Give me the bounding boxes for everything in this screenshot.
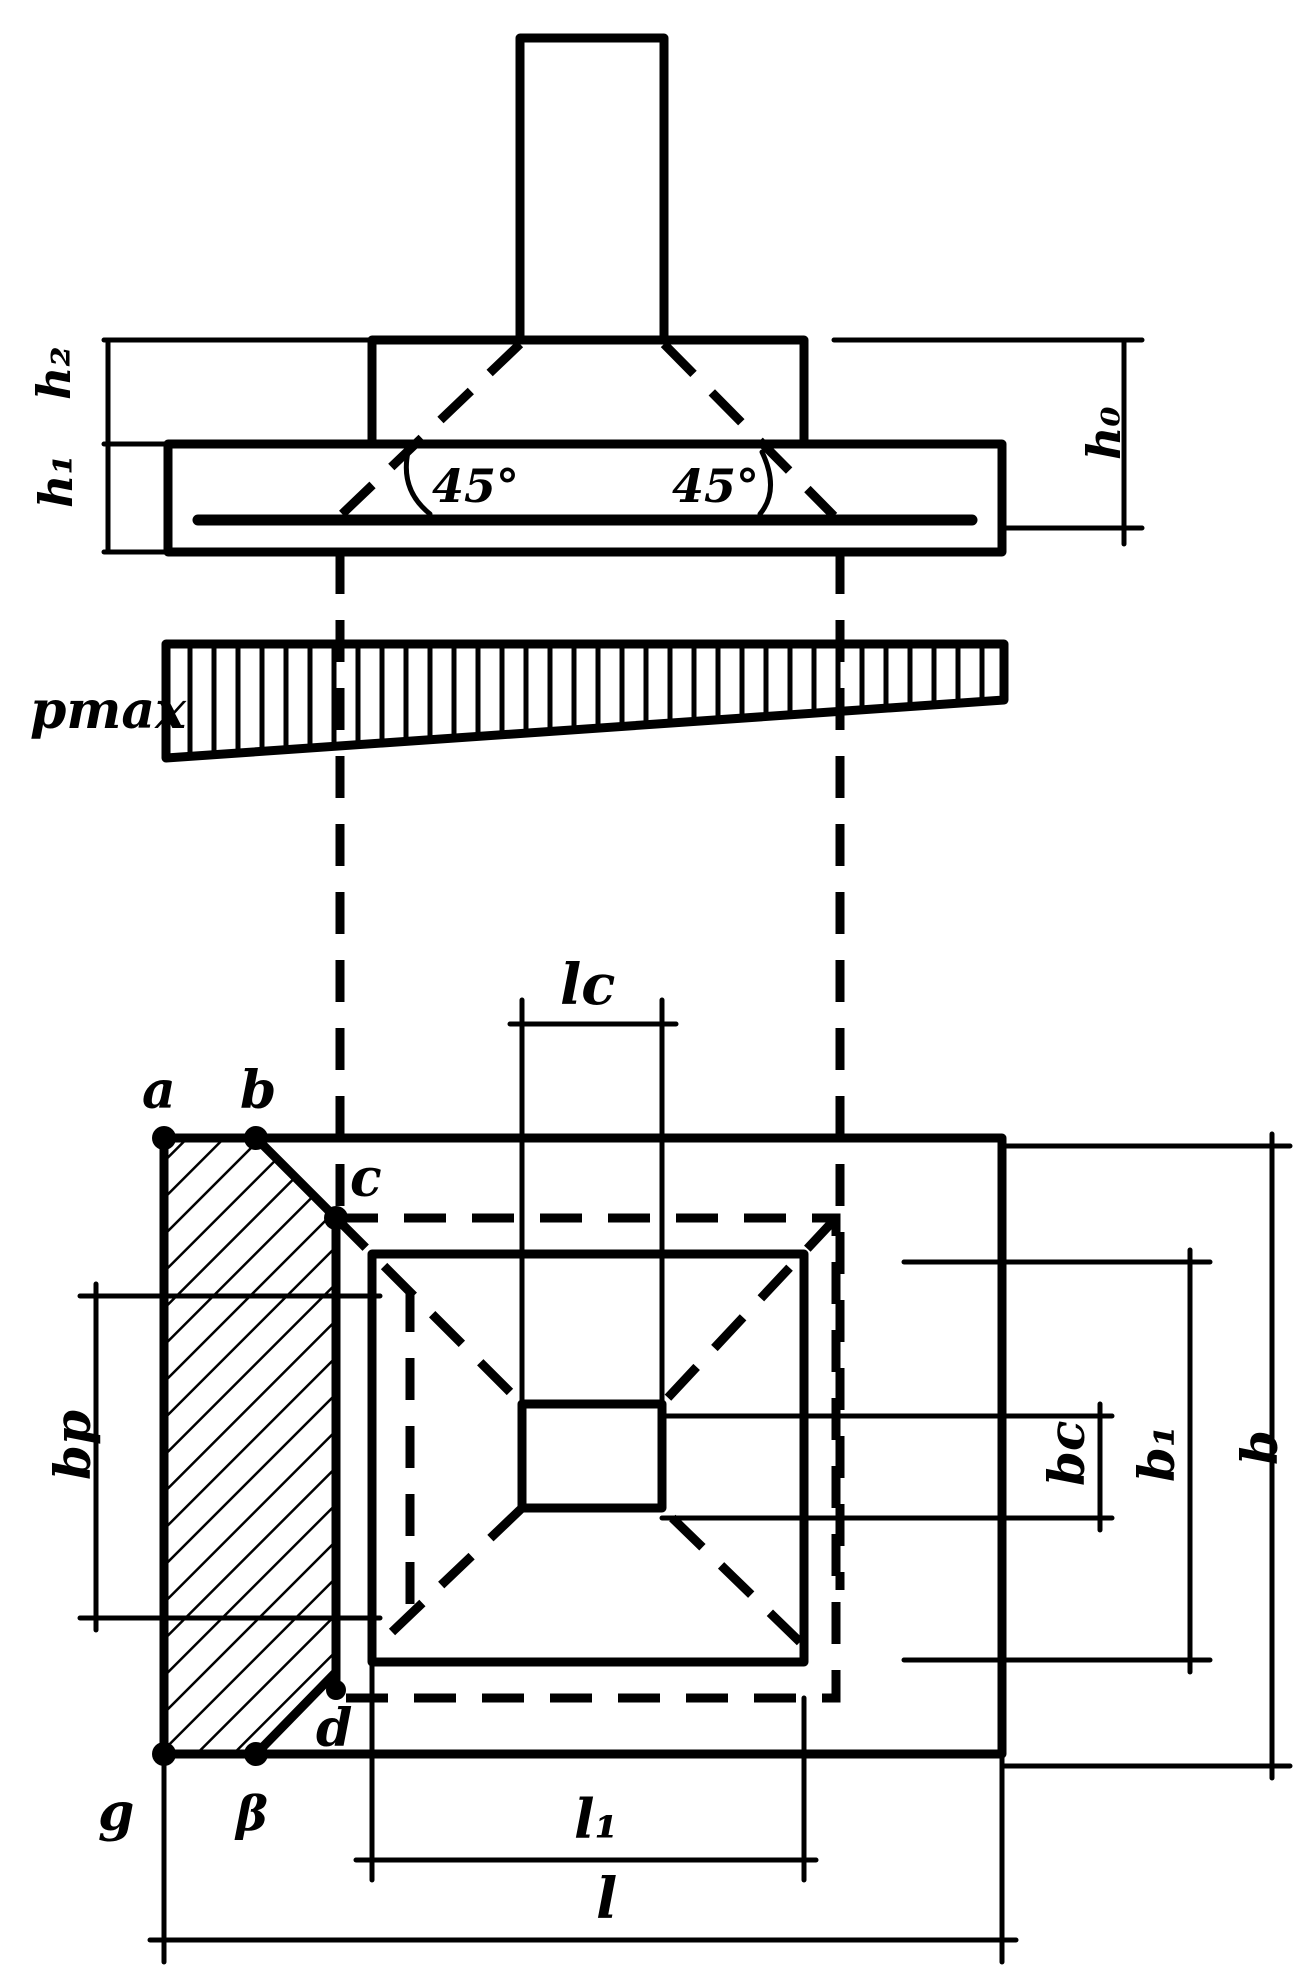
punching-base-dashed — [331, 1213, 841, 1703]
angle-label-right: 45° — [672, 459, 759, 513]
point-a-label: a — [142, 1060, 176, 1121]
plan-upper-step — [367, 1249, 809, 1667]
l1-label: l₁ — [574, 1787, 618, 1851]
point-b-marker — [244, 1126, 268, 1150]
plan-slab-outline — [159, 1133, 1007, 1759]
point-c-label: c — [350, 1148, 382, 1209]
point-beta-marker — [244, 1742, 268, 1766]
b1-label: b₁ — [1127, 1425, 1186, 1482]
pmax-label: pmax — [30, 680, 187, 741]
loaded-area-diagonal-bottom — [251, 1667, 341, 1759]
bc-label: bc — [1037, 1421, 1096, 1486]
point-beta-label: β — [234, 1786, 268, 1842]
h1-label: h₁ — [29, 454, 83, 508]
point-d-marker — [326, 1680, 346, 1700]
loaded-area-diagonal-top — [251, 1133, 341, 1223]
l-label: l — [596, 1866, 617, 1932]
angle-label-left: 45° — [432, 459, 519, 513]
column-outline — [515, 33, 669, 345]
diagonal-tl — [332, 1214, 526, 1408]
elevation-view: 45° 45° h₂ h₁ h₀ — [27, 33, 1145, 557]
diagonal-br — [658, 1504, 804, 1646]
plan-view: a b c d g β lc bp bc b₁ b l₁ — [43, 952, 1293, 1965]
foundation-upper-step — [367, 335, 809, 449]
diagonal-tr — [658, 1214, 840, 1408]
point-g-label: g — [98, 1782, 134, 1843]
h2-label: h₂ — [27, 346, 81, 400]
pressure-diagram: pmax — [30, 639, 1009, 763]
punching-line-right — [660, 340, 838, 520]
point-b-label: b — [240, 1060, 276, 1121]
bp-label: bp — [43, 1410, 102, 1480]
point-c-marker — [324, 1206, 348, 1230]
point-a-marker — [152, 1126, 176, 1150]
lc-label: lc — [560, 952, 615, 1018]
diagonal-bl — [388, 1504, 526, 1636]
h0-label: h₀ — [1077, 406, 1131, 460]
b-label: b — [1230, 1430, 1289, 1465]
angle-arc-right — [757, 449, 773, 517]
plan-column — [517, 1399, 667, 1513]
loaded-area-hatch — [164, 1138, 336, 1754]
pressure-outline — [161, 639, 1009, 763]
angle-arc-left — [403, 449, 433, 517]
pressure-hatch — [187, 641, 985, 757]
foundation-slab — [163, 439, 1007, 557]
punching-line-left — [336, 340, 524, 520]
point-d-label: d — [316, 1698, 352, 1759]
